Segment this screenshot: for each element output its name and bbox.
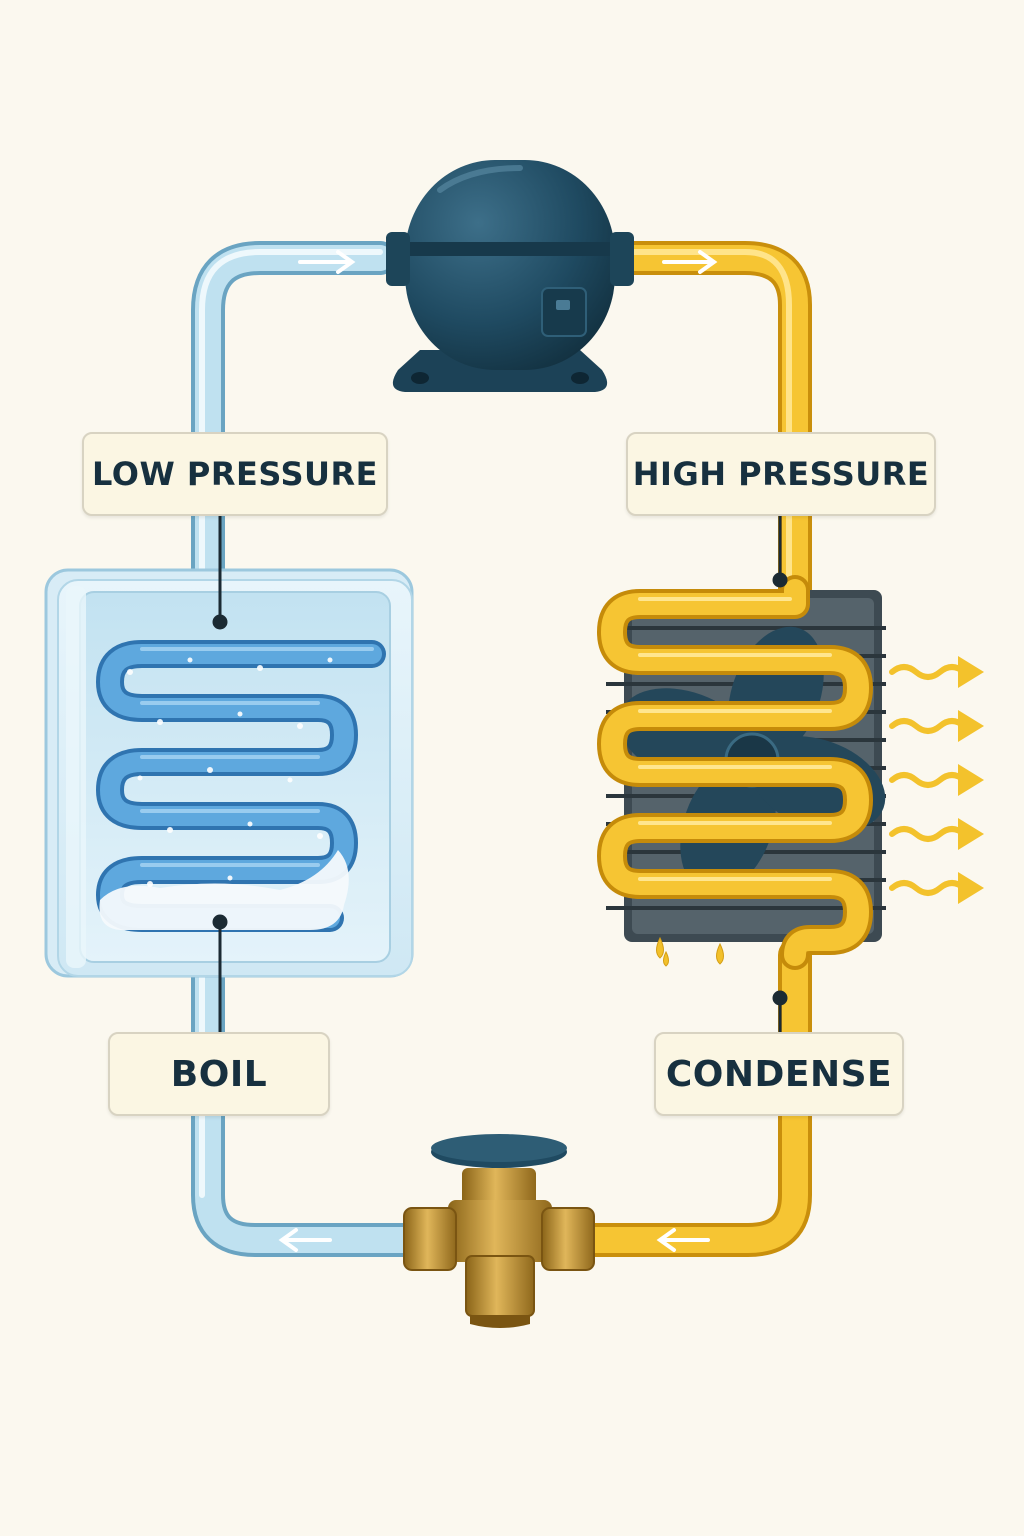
low-pressure-label: LOW PRESSURE bbox=[82, 432, 388, 516]
flow-arrow-icon bbox=[662, 250, 718, 274]
leader-dot-high-pressure bbox=[772, 572, 788, 588]
leader-dot-boil bbox=[212, 914, 228, 930]
high-pressure-label: HIGH PRESSURE bbox=[626, 432, 936, 516]
heat-arrowhead-icon bbox=[958, 656, 984, 688]
heat-arrow-icon bbox=[889, 664, 967, 896]
high-pressure-pipe bbox=[573, 241, 812, 1257]
heat-arrowhead-icon bbox=[958, 872, 984, 904]
flow-arrow-icon bbox=[298, 250, 356, 274]
boil-label: BOIL bbox=[108, 1032, 330, 1116]
condenser-fan-icon bbox=[597, 575, 886, 970]
expansion-valve-icon bbox=[403, 1134, 595, 1328]
leader-dot-condense bbox=[772, 990, 788, 1006]
leader-dot-low-pressure bbox=[212, 614, 228, 630]
condense-label: CONDENSE bbox=[654, 1032, 904, 1116]
heat-arrowhead-icon bbox=[958, 764, 984, 796]
flow-arrow-icon bbox=[656, 1228, 710, 1252]
flow-arrow-icon bbox=[278, 1228, 332, 1252]
heat-arrowhead-icon bbox=[958, 818, 984, 850]
heat-arrowhead-icon bbox=[958, 710, 984, 742]
compressor-icon bbox=[386, 160, 634, 392]
evaporator-coil-icon bbox=[44, 568, 414, 978]
